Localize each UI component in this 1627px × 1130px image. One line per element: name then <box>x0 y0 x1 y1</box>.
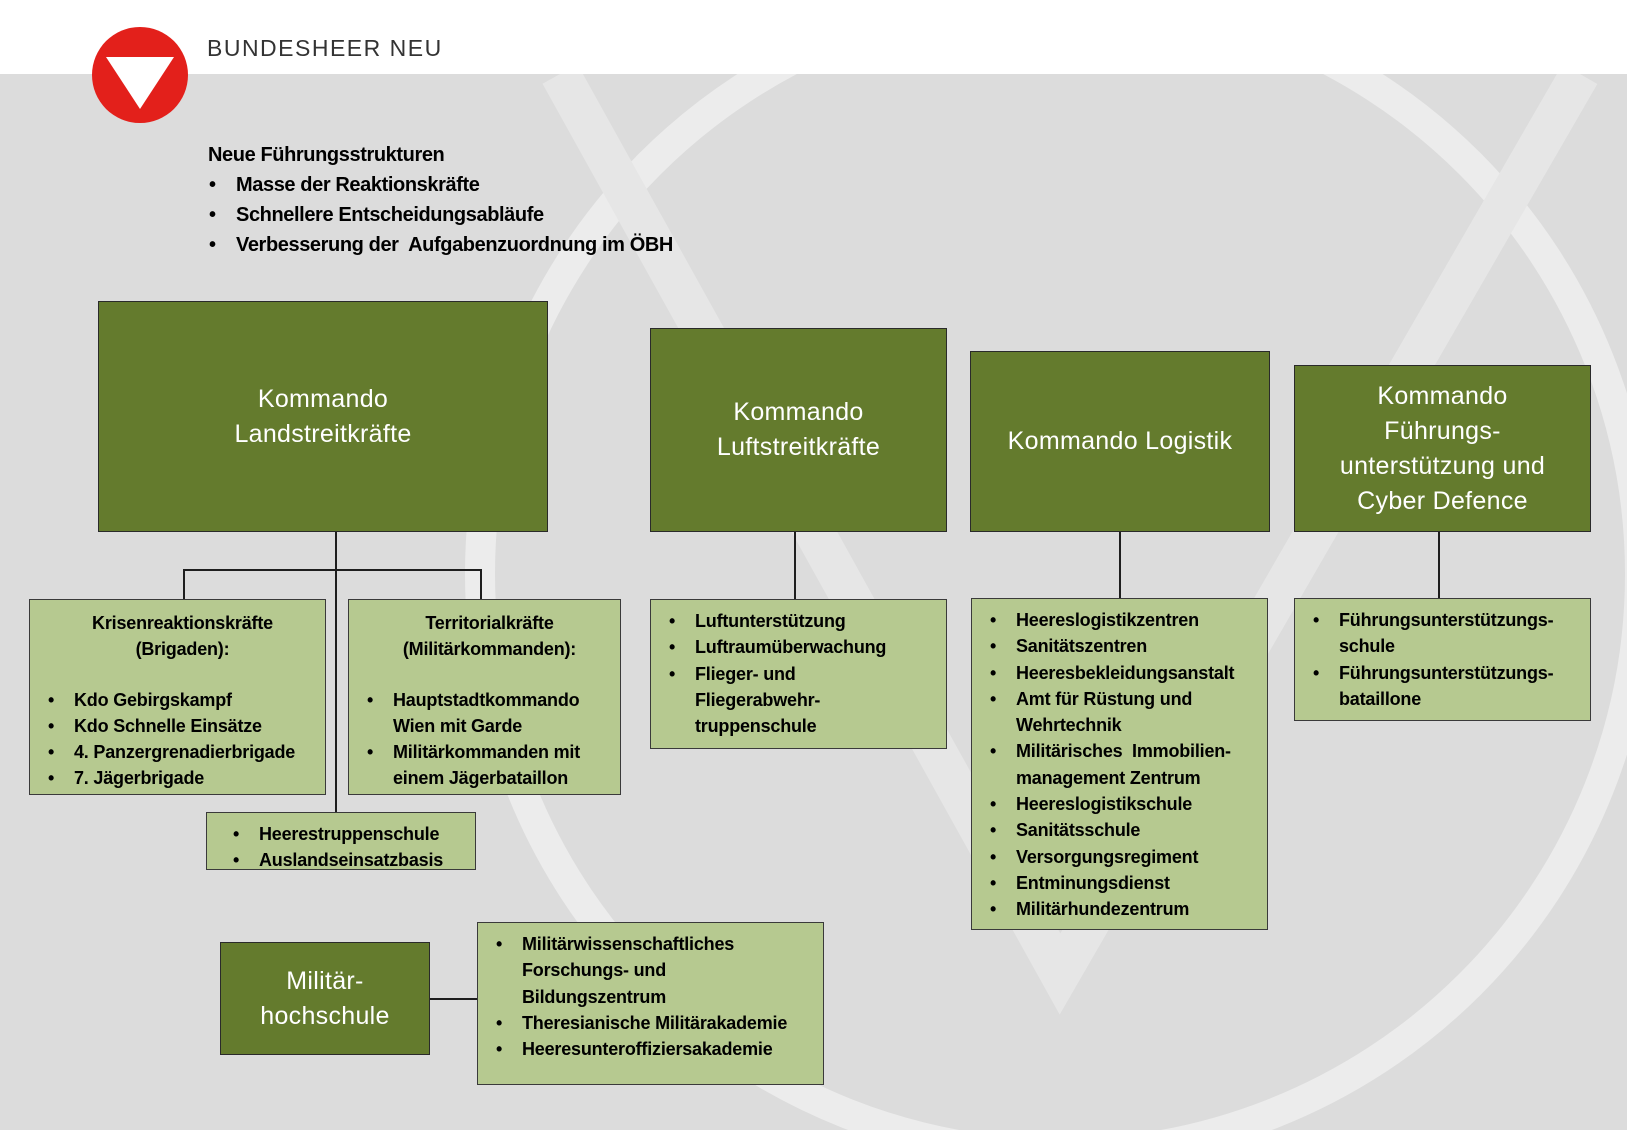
unit-item-continuation: bataillone <box>1339 688 1422 709</box>
unit-item: Militärkommanden mit <box>359 739 620 766</box>
unit-item: Versorgungsregiment <box>982 844 1267 871</box>
cyber-units-box: Führungsunterstützungs- schule Führungsu… <box>1294 598 1591 721</box>
unit-item-continuation: Forschungs- und <box>522 960 666 981</box>
unit-item-continuation: schule <box>1339 636 1395 657</box>
unit-item: Militärwissenschaftliches <box>488 931 823 958</box>
box-label: Landstreitkräfte <box>234 419 412 448</box>
unit-list: Luftunterstützung Luftraumüberwachung Fl… <box>661 608 946 739</box>
intro-text: Neue Führungsstrukturen Masse der Reakti… <box>208 140 673 260</box>
unit-item: schule <box>1305 633 1590 659</box>
unit-item: Kdo Gebirgskampf <box>40 687 325 714</box>
unit-item: Forschungs- und <box>488 957 823 983</box>
unit-item: Heereslogistikzentren <box>982 607 1267 634</box>
unit-item: Heeresunteroffiziersakademie <box>488 1036 823 1063</box>
unit-item: Luftraumüberwachung <box>661 634 946 661</box>
unit-list: Kdo Gebirgskampf Kdo Schnelle Einsätze 4… <box>40 687 325 792</box>
militaerhochschule-box: Militär- hochschule <box>220 942 430 1055</box>
bundesheer-logo <box>90 25 190 125</box>
kommando-landstreitkraefte-box: Kommando Landstreitkräfte <box>98 301 548 532</box>
unit-item: bataillone <box>1305 686 1590 712</box>
connector-line <box>430 998 477 1000</box>
intro-bullet: Verbesserung der Aufgabenzuordnung im ÖB… <box>209 230 673 260</box>
kommando-cyber-defence-box: Kommando Führungs- unterstützung und Cyb… <box>1294 365 1591 532</box>
unit-item-continuation: einem Jägerbataillon <box>393 768 569 789</box>
unit-item: truppenschule <box>661 713 946 739</box>
box-label: Kommando <box>733 398 864 426</box>
unit-item-continuation: truppenschule <box>695 716 817 737</box>
intro-bullet: Masse der Reaktionskräfte <box>209 170 673 200</box>
unit-item-continuation: Wehrtechnik <box>1016 715 1122 736</box>
box-heading: (Militärkommanden): <box>402 639 577 660</box>
connector-line <box>1438 532 1440 600</box>
unit-item: Führungsunterstützungs- <box>1305 660 1590 687</box>
heerestruppenschule-box: Heerestruppenschule Auslandseinsatzbasis <box>206 812 476 874</box>
box-heading: Territorialkräfte <box>425 613 554 633</box>
unit-item: Wien mit Garde <box>359 713 620 739</box>
luftstreitkraefte-units-box: Luftunterstützung Luftraumüberwachung Fl… <box>650 599 947 749</box>
unit-item: Luftunterstützung <box>661 608 946 635</box>
unit-list: Militärwissenschaftliches Forschungs- un… <box>488 931 823 1063</box>
box-label: hochschule <box>260 1001 390 1030</box>
unit-item: 4. Panzergrenadierbrigade <box>40 739 325 766</box>
unit-item-continuation: management Zentrum <box>1016 767 1201 788</box>
connector-line <box>1119 532 1121 600</box>
unit-item: einem Jägerbataillon <box>359 765 620 791</box>
logistik-units-box: Heereslogistikzentren Sanitätszentren He… <box>971 598 1268 930</box>
header-bar <box>0 0 1627 74</box>
connector-line <box>335 532 337 812</box>
territorialkraefte-box: Territorialkräfte (Militärkommanden): Ha… <box>348 599 621 795</box>
unit-item-continuation: Wien mit Garde <box>393 715 523 736</box>
connector-line <box>794 532 796 600</box>
unit-item: Amt für Rüstung und <box>982 686 1267 713</box>
unit-list: Führungsunterstützungs- schule Führungsu… <box>1305 607 1590 712</box>
brand-name: BUNDESHEER NEU <box>207 35 443 61</box>
unit-item: Entminungsdienst <box>982 870 1267 897</box>
box-label: Cyber Defence <box>1357 486 1528 515</box>
militaerhochschule-units-box: Militärwissenschaftliches Forschungs- un… <box>477 922 824 1085</box>
kommando-luftstreitkraefte-box: Kommando Luftstreitkräfte <box>650 328 947 532</box>
box-label: Kommando <box>257 384 389 413</box>
unit-item: Bildungszentrum <box>488 984 823 1010</box>
unit-item: Führungsunterstützungs- <box>1305 607 1590 634</box>
box-label: Führungs- <box>1384 416 1501 445</box>
unit-list: Heereslogistikzentren Sanitätszentren He… <box>982 607 1267 923</box>
connector-line <box>183 569 185 599</box>
kommando-logistik-box: Kommando Logistik <box>970 351 1270 532</box>
krisenreaktionskraefte-box: Krisenreaktionskräfte (Brigaden): Kdo Ge… <box>29 599 326 795</box>
unit-item: Kdo Schnelle Einsätze <box>40 713 325 740</box>
box-label: unterstützung und <box>1339 451 1546 480</box>
unit-item: Sanitätszentren <box>982 633 1267 660</box>
box-heading: (Brigaden): <box>135 639 230 660</box>
unit-item: Heeresbekleidungsanstalt <box>982 660 1267 687</box>
unit-item: Militärisches Immobilien- <box>982 738 1267 765</box>
intro-list: Masse der Reaktionskräfte Schnellere Ent… <box>208 170 673 260</box>
unit-item: Auslandseinsatzbasis <box>225 847 475 874</box>
box-label: Kommando <box>1377 381 1508 410</box>
unit-item: Heerestruppenschule <box>225 821 475 848</box>
unit-item: Wehrtechnik <box>982 712 1267 738</box>
intro-bullet: Schnellere Entscheidungsabläufe <box>209 200 673 230</box>
unit-item: Sanitätsschule <box>982 817 1267 844</box>
unit-item: 7. Jägerbrigade <box>40 765 325 792</box>
unit-item-continuation: Fliegerabwehr- <box>695 689 821 710</box>
box-label: Militär- <box>286 966 364 995</box>
intro-title: Neue Führungsstrukturen <box>208 144 445 166</box>
unit-item: Flieger- und <box>661 661 946 688</box>
connector-line <box>183 569 482 571</box>
box-label: Luftstreitkräfte <box>716 433 881 461</box>
box-heading: Krisenreaktionskräfte <box>92 613 273 633</box>
unit-item: Hauptstadtkommando <box>359 687 620 714</box>
unit-item: Fliegerabwehr- <box>661 687 946 713</box>
connector-line <box>480 569 482 599</box>
unit-list: Heerestruppenschule Auslandseinsatzbasis <box>225 821 475 874</box>
unit-item-continuation: Bildungszentrum <box>522 986 666 1007</box>
unit-item: management Zentrum <box>982 765 1267 791</box>
unit-item: Theresianische Militärakademie <box>488 1010 823 1037</box>
unit-item: Militärhundezentrum <box>982 896 1267 923</box>
box-label: Kommando Logistik <box>1007 427 1233 455</box>
unit-list: Hauptstadtkommando Wien mit Garde Militä… <box>359 687 620 792</box>
unit-item: Heereslogistikschule <box>982 791 1267 818</box>
